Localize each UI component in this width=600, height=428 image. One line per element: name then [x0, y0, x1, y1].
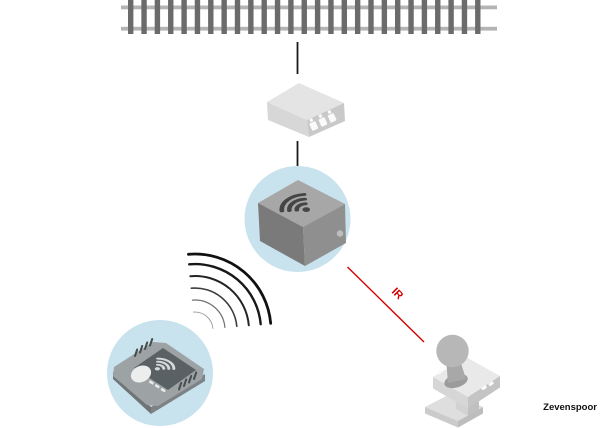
- track-tie: [141, 0, 147, 34]
- track-tie: [475, 0, 481, 34]
- plug: [327, 113, 337, 123]
- track-tie: [341, 0, 347, 34]
- radio-waves-icon: [187, 252, 273, 329]
- joystick-base-left: [425, 407, 458, 428]
- track-tie: [274, 0, 281, 34]
- track-tie: [221, 0, 227, 34]
- wave-arc: [192, 311, 214, 329]
- wifi-arc: [287, 197, 308, 212]
- track-tie: [301, 0, 307, 34]
- railway-track: [121, 0, 497, 34]
- ir-joystick-controller-icon: [425, 334, 500, 428]
- track-tie: [328, 0, 334, 34]
- plug-pin: [318, 114, 323, 119]
- plug-pin: [327, 109, 332, 115]
- wave-arc: [188, 262, 262, 326]
- track-tie: [395, 0, 401, 34]
- wave-arc: [190, 287, 238, 328]
- box-left-face: [267, 102, 309, 137]
- ir-link-line: [347, 266, 425, 343]
- joystick-base-right: [458, 407, 483, 428]
- handheld-button: [130, 365, 152, 383]
- wifi-arc: [294, 202, 308, 212]
- wifi-signal-icon: [279, 193, 311, 213]
- track-tie: [288, 0, 294, 34]
- wifi-arc: [155, 363, 166, 370]
- track-rail-bottom: [121, 26, 497, 31]
- track-tie: [194, 0, 201, 34]
- track-tie: [354, 0, 361, 34]
- connection-box-icon: [267, 83, 345, 137]
- track-tie: [408, 0, 414, 34]
- joystick-ball: [436, 334, 469, 368]
- joystick-plate-left: [433, 377, 468, 409]
- wave-arc: [187, 252, 273, 325]
- track-tie: [234, 0, 241, 34]
- track-tie: [208, 0, 214, 34]
- track-tie: [381, 0, 388, 34]
- track-tie: [248, 0, 254, 34]
- plug: [309, 121, 319, 131]
- track-tie: [314, 0, 321, 34]
- plug-pin: [309, 118, 314, 123]
- track-tie: [168, 0, 174, 34]
- track-tie: [448, 0, 454, 34]
- wireless-receiver-module-icon: [113, 338, 205, 414]
- track-tie: [368, 0, 374, 34]
- track-tie: [154, 0, 161, 34]
- track-tie: [261, 0, 267, 34]
- wifi-arc: [156, 357, 176, 370]
- handheld-contacts: [148, 380, 166, 393]
- track-tie: [435, 0, 441, 34]
- wifi-dot: [302, 207, 311, 212]
- handheld-vents-nw: [134, 338, 154, 357]
- credit-label: Zevenspoor: [543, 402, 597, 413]
- wifi-signal-icon-small: [154, 357, 176, 371]
- handheld-vents-e: [178, 371, 198, 391]
- track-tie: [181, 0, 187, 34]
- wifi-arc: [279, 193, 307, 213]
- track-tie: [461, 0, 468, 34]
- wave-arc: [189, 275, 250, 327]
- track-tie: [421, 0, 428, 34]
- station-left-face: [258, 203, 305, 266]
- box-top-face: [267, 83, 344, 120]
- station-right-face: [303, 204, 346, 266]
- track-tie: [128, 0, 134, 34]
- wifi-command-station-icon: [258, 180, 346, 266]
- plug: [318, 117, 328, 127]
- wave-arc: [191, 299, 226, 328]
- wifi-arc: [156, 360, 171, 370]
- station-led: [336, 230, 344, 237]
- wifi-dot: [154, 367, 160, 371]
- track-rail-top: [121, 5, 497, 10]
- track-ties: [128, 0, 481, 34]
- ir-link-label: IR: [389, 286, 405, 302]
- box-connector-plugs: [309, 109, 337, 131]
